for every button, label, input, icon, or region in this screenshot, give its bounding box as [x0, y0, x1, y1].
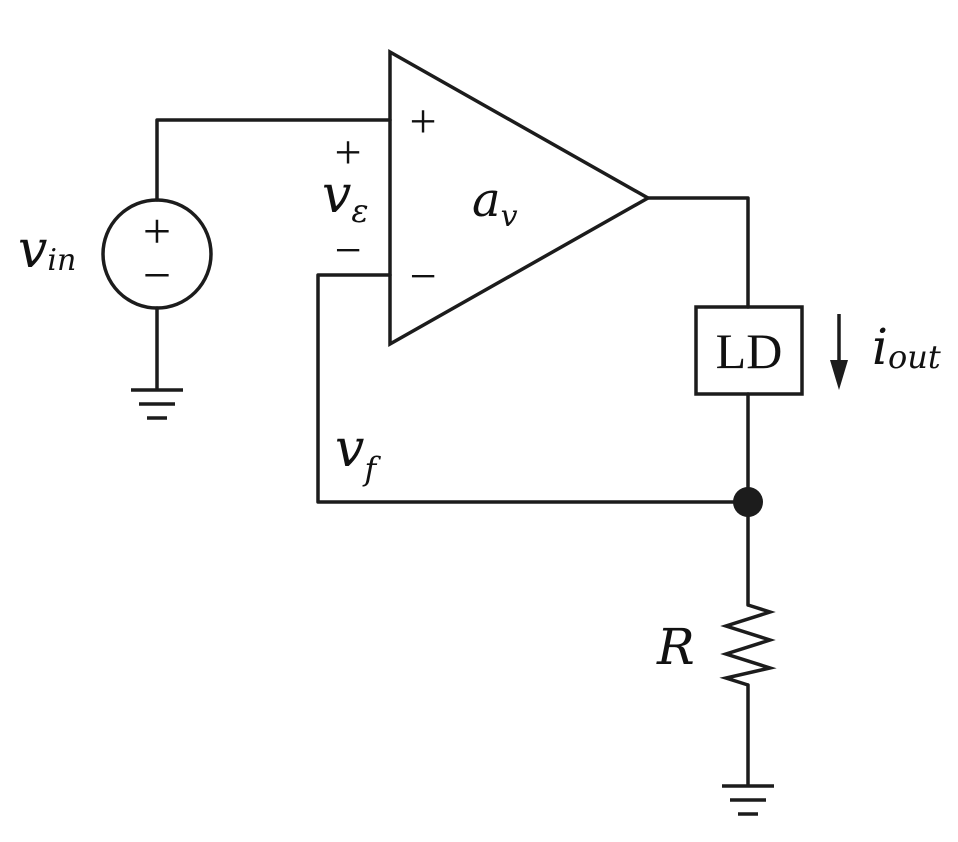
feedback-voltage-symbol: v: [335, 419, 364, 479]
load-box: [694, 305, 804, 396]
junction-node: [733, 487, 763, 517]
wire-inverting-input-feedback: [316, 273, 750, 504]
feedback-voltage-label: vf: [335, 419, 381, 488]
source-voltage-label: vin: [18, 220, 76, 280]
error-voltage-label: vε: [322, 165, 369, 230]
source-voltage-subscript: in: [47, 243, 76, 278]
amplifier: + − av: [388, 48, 652, 348]
ground-symbol-source: [131, 388, 183, 420]
error-voltage-symbol: v: [322, 165, 351, 225]
inverting-input-sign: −: [409, 250, 436, 303]
amplifier-gain-label: av: [472, 172, 518, 234]
amplifier-gain-subscript: v: [501, 199, 518, 234]
load-label: LD: [716, 323, 783, 379]
resistor-label: R: [656, 618, 695, 676]
error-voltage-minus-sign: −: [334, 224, 361, 277]
noninverting-input-sign: +: [409, 95, 436, 148]
load-device: LD: [694, 305, 804, 396]
output-current-subscript: out: [888, 338, 941, 376]
resistor-zigzag: [719, 603, 777, 687]
output-current-symbol: i: [872, 318, 888, 376]
error-voltage-plus-sign: +: [334, 126, 361, 179]
voltage-source-circle: [101, 198, 213, 310]
wire-amplifier-output-to-load: [646, 196, 750, 309]
feedback-voltage-subscript: f: [362, 450, 381, 488]
source-minus-sign: −: [143, 247, 171, 303]
amplifier-gain-symbol: a: [472, 172, 501, 228]
voltage-source: + −: [101, 198, 213, 310]
amplifier-triangle: [388, 48, 652, 348]
source-voltage-symbol: v: [18, 220, 47, 280]
error-voltage-subscript: ε: [351, 192, 368, 230]
wire-source-to-noninverting-input: [155, 118, 392, 202]
output-current-label: iout: [872, 318, 941, 376]
ground-symbol-resistor: [722, 784, 774, 816]
output-current-arrow: [830, 314, 848, 390]
source-plus-sign: +: [143, 203, 171, 259]
